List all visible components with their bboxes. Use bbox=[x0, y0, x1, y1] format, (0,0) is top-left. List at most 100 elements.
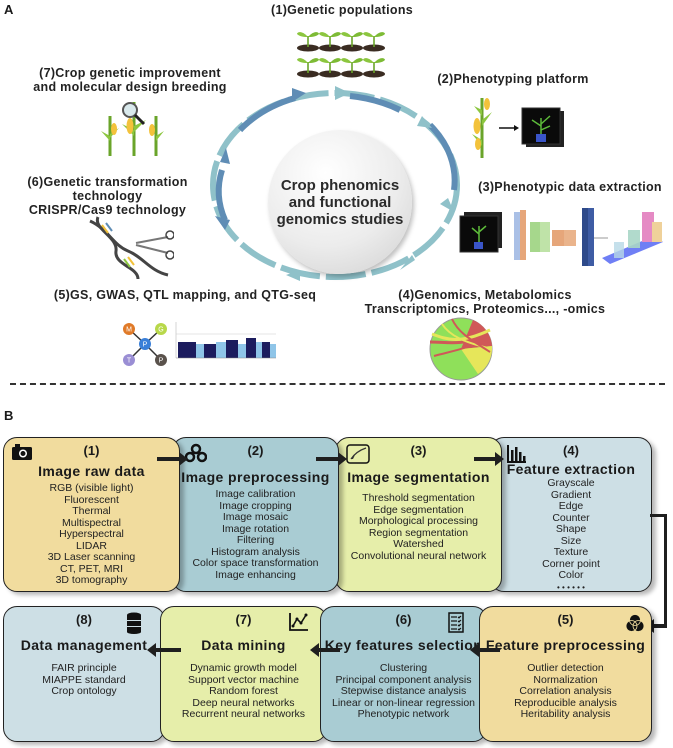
list-item: Image cropping bbox=[219, 499, 292, 512]
step-box-key-features-selection: (6) Key features selection Clustering Pr… bbox=[320, 606, 487, 742]
circos-plot-icon bbox=[429, 317, 493, 381]
flow-arrow bbox=[474, 452, 504, 466]
step-1-line: (1)Genetic populations bbox=[270, 3, 414, 17]
list-item: Reproducible analysis bbox=[514, 696, 617, 709]
list-item: Normalization bbox=[533, 673, 598, 686]
list-item: Recurrent neural networks bbox=[181, 708, 306, 720]
center-circle: Crop phenomics and functional genomics s… bbox=[268, 130, 412, 274]
list-item: Random forest bbox=[209, 685, 278, 697]
panel-divider bbox=[10, 383, 665, 385]
list-item: Grayscale bbox=[547, 477, 595, 489]
manhattan-plot-icon bbox=[175, 322, 276, 359]
step-7-line: and molecular design breeding bbox=[33, 80, 227, 94]
segmentation-brush-icon bbox=[346, 444, 370, 464]
step-box-image-raw-data: (1) Image raw data RGB (visible light) F… bbox=[3, 437, 180, 592]
list-item: Phenotypic network bbox=[357, 708, 450, 720]
cycle-arrows bbox=[210, 86, 460, 281]
list-item: Histogram analysis bbox=[211, 545, 300, 558]
step-6-line: (6)Genetic transformation bbox=[27, 175, 188, 189]
node-label: M bbox=[126, 327, 132, 334]
step-title: Feature preprocessing bbox=[485, 637, 646, 653]
flow-arrow bbox=[470, 643, 500, 657]
list-item: Filtering bbox=[236, 534, 275, 546]
list-item: Image mosaic bbox=[222, 511, 289, 523]
step-box-data-mining: (7) Data mining Dynamic growth model Sup… bbox=[160, 606, 327, 742]
step-4-line: (4)Genomics, Metabolomics bbox=[398, 288, 572, 302]
step-2-line: (2)Phenotyping platform bbox=[437, 72, 589, 86]
list-item: Threshold segmentation bbox=[362, 492, 475, 504]
venn-icon bbox=[626, 614, 644, 632]
list-item: Heritability analysis bbox=[520, 708, 611, 720]
step-number: (2) bbox=[247, 443, 264, 458]
step-items: RGB (visible light) Fluorescent Thermal … bbox=[4, 482, 179, 587]
step-box-image-segmentation: (3) Image segmentation Threshold segment… bbox=[335, 437, 502, 592]
list-item: Principal component analysis bbox=[335, 673, 472, 686]
step-3-line: (3)Phenotypic data extraction bbox=[478, 180, 662, 194]
list-item: Thermal bbox=[72, 505, 111, 517]
step-5-line: (5)GS, GWAS, QTL mapping, and QTG-seq bbox=[53, 288, 317, 302]
list-item: Edge segmentation bbox=[373, 503, 464, 516]
step-number: (1) bbox=[83, 443, 100, 458]
flow-arrow bbox=[310, 643, 340, 657]
seedlings-icon bbox=[296, 31, 386, 79]
cnn-pipeline-icon bbox=[459, 208, 663, 266]
list-item: 3D Laser scanning bbox=[47, 551, 136, 563]
list-item: Region segmentation bbox=[368, 526, 469, 539]
step-title: Data mining bbox=[201, 637, 286, 653]
step-6-line: CRISPR/Cas9 technology bbox=[28, 203, 187, 217]
list-item: MIAPPE standard bbox=[42, 673, 126, 686]
step-box-data-management: (8) Data management FAIR principle MIAPP… bbox=[3, 606, 165, 742]
step-2-title: (2)Phenotyping platform bbox=[428, 72, 598, 86]
step-7-line: (7)Crop genetic improvement bbox=[39, 66, 221, 80]
dna-scissors-icon bbox=[89, 216, 174, 280]
list-item: Fluorescent bbox=[64, 493, 119, 506]
list-item: Color space transformation bbox=[192, 557, 319, 569]
list-item: Watershed bbox=[393, 538, 444, 550]
center-title-line: Crop phenomics bbox=[280, 176, 400, 194]
connector-line bbox=[664, 514, 667, 627]
checklist-icon bbox=[448, 612, 464, 633]
flow-arrow bbox=[645, 619, 667, 633]
panel-a-label: A bbox=[4, 2, 14, 17]
list-item: CT, PET, MRI bbox=[59, 562, 123, 575]
list-item: Image enhancing bbox=[215, 568, 296, 581]
list-item: Crop ontology bbox=[51, 685, 117, 697]
step-title: Key features selection bbox=[324, 637, 483, 653]
step-items: Clustering Principal component analysis … bbox=[321, 662, 486, 721]
step-number: (6) bbox=[395, 612, 412, 627]
list-item: Morphological processing bbox=[358, 515, 479, 527]
list-item: Size bbox=[560, 534, 582, 547]
list-item: 3D tomography bbox=[55, 574, 128, 586]
list-item: Image rotation bbox=[221, 522, 290, 535]
step-items: Threshold segmentation Edge segmentation… bbox=[336, 492, 501, 562]
list-item: Counter bbox=[552, 511, 590, 524]
step-title: Feature extraction bbox=[506, 461, 636, 477]
step-title: Image raw data bbox=[38, 463, 145, 479]
node-label: G bbox=[158, 327, 163, 334]
list-item: Texture bbox=[553, 546, 589, 558]
list-item: Deep neural networks bbox=[192, 696, 295, 709]
panel-b-label: B bbox=[4, 408, 14, 423]
step-box-feature-preprocessing: (5) Feature preprocessing Outlier detect… bbox=[479, 606, 652, 742]
step-items: Dynamic growth model Support vector mach… bbox=[161, 662, 326, 721]
step-items: Grayscale Gradient Edge Counter Shape Si… bbox=[491, 477, 651, 593]
step-3-title: (3)Phenotypic data extraction bbox=[470, 180, 670, 194]
center-title-line: genomics studies bbox=[276, 210, 404, 228]
node-label: P bbox=[159, 358, 164, 365]
step-title: Image segmentation bbox=[347, 469, 490, 485]
flow-arrow bbox=[157, 452, 188, 466]
list-item: Edge bbox=[558, 500, 584, 512]
step-box-image-preprocessing: (2) Image preprocessing Image calibratio… bbox=[172, 437, 339, 592]
step-number: (5) bbox=[557, 612, 574, 627]
step-box-feature-extraction: (4) Feature extraction Grayscale Gradien… bbox=[490, 437, 652, 592]
node-label: T bbox=[127, 358, 132, 365]
step-items: FAIR principle MIAPPE standard Crop onto… bbox=[4, 662, 164, 698]
list-item: Convolutional neural network bbox=[350, 549, 487, 562]
network-icon: M G P T P bbox=[123, 323, 167, 366]
connector-line bbox=[650, 514, 667, 517]
list-item: Image calibration bbox=[215, 488, 296, 500]
flow-arrow bbox=[147, 643, 181, 657]
list-item: Linear or non-linear regression bbox=[332, 696, 475, 709]
step-number: (3) bbox=[410, 443, 427, 458]
step-number: (7) bbox=[235, 612, 252, 627]
